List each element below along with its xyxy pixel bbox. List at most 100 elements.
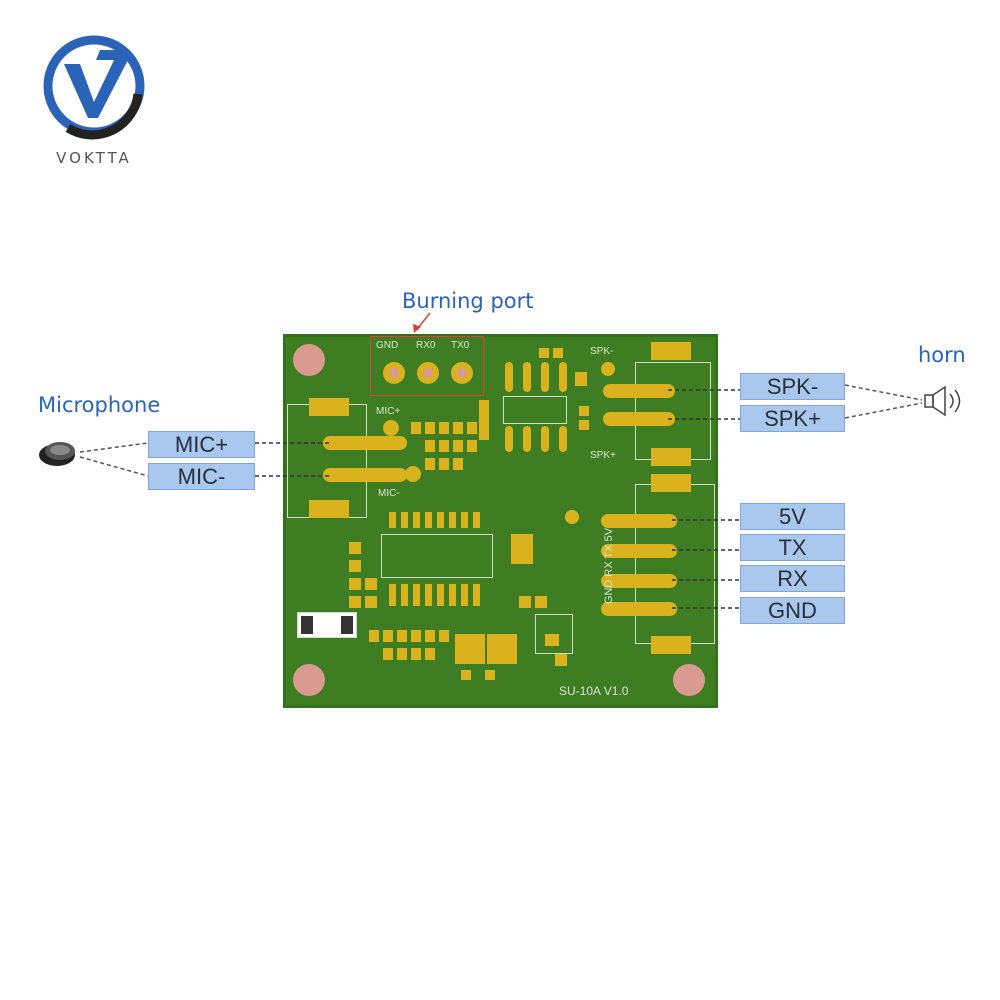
smd-pad [425, 422, 435, 434]
horn-label: horn [918, 343, 966, 367]
main-ic-pin [437, 584, 444, 606]
header-pin-hole [423, 368, 433, 378]
smd-pad [383, 648, 393, 660]
smd-pad [349, 596, 361, 608]
component-outline [535, 614, 573, 654]
smd-pad [461, 670, 471, 680]
smd-pad [453, 458, 463, 470]
spk-pad [651, 448, 691, 466]
main-ic-pin [413, 512, 420, 528]
burning-port-highlight [370, 336, 484, 396]
smd-pad [425, 630, 435, 642]
pin-gnd-pad [601, 602, 677, 616]
smd-pad [485, 670, 495, 680]
diode-pad [341, 616, 353, 634]
smd-pad [579, 406, 589, 416]
mounting-hole [293, 344, 325, 376]
smd-pad [425, 440, 435, 452]
smd-pad [545, 634, 559, 646]
pin-rx-pad [601, 574, 677, 588]
mic-plus-wire [79, 442, 149, 453]
main-ic-pin [425, 512, 432, 528]
header-label-rx0: RX0 [416, 340, 436, 351]
pin-box-spk-minus: SPK- [740, 373, 845, 400]
brand-logo: VOKTTA [38, 34, 150, 167]
microphone-icon [39, 442, 75, 466]
smd-pad [535, 596, 547, 608]
smd-pad [467, 422, 477, 434]
main-ic-pin [449, 584, 456, 606]
ic-pin [541, 362, 549, 392]
smd-pad [519, 596, 531, 608]
silk-spk-minus: SPK- [590, 346, 614, 357]
smd-pad [425, 648, 435, 660]
smd-pad [453, 422, 463, 434]
mic-minus-pad [323, 468, 407, 482]
pcb-board: GND RX0 TX0 MIC+ MIC- SPK- SPK+ [283, 334, 718, 708]
ic-pin [559, 426, 567, 452]
via [383, 420, 399, 436]
via [601, 362, 615, 376]
ic-pin [505, 362, 513, 392]
ic-pin [541, 426, 549, 452]
mic-plus-pad [323, 436, 407, 450]
smd-pad [411, 630, 421, 642]
smd-pad [383, 630, 393, 642]
smd-pad [511, 534, 533, 564]
main-ic-pin [449, 512, 456, 528]
power-pad [651, 636, 691, 654]
speaker-icon [924, 385, 961, 417]
mic-minus-wire [79, 456, 149, 477]
main-ic-pin [473, 584, 480, 606]
main-ic-pin [401, 584, 408, 606]
smd-pad [365, 578, 377, 590]
ic-outline-top [503, 396, 567, 424]
spk-pad [651, 342, 691, 360]
pin-box-mic-minus: MIC- [148, 463, 255, 490]
power-pad [651, 474, 691, 492]
main-ic-pin [473, 512, 480, 528]
main-ic-pin [389, 584, 396, 606]
smd-pad [539, 348, 549, 358]
pin-box-rx: RX [740, 565, 845, 592]
main-ic-pin [437, 512, 444, 528]
silk-mic-plus: MIC+ [376, 406, 401, 417]
silk-mic-minus: MIC- [378, 488, 400, 499]
diode-pad [301, 616, 313, 634]
spk-plus-wire [844, 402, 923, 419]
main-ic-pin [461, 512, 468, 528]
mounting-hole [673, 664, 705, 696]
main-ic-pin [425, 584, 432, 606]
smd-pad [439, 422, 449, 434]
smd-pad [579, 420, 589, 430]
burning-port-arrow [413, 312, 431, 333]
brand-name: VOKTTA [56, 149, 132, 167]
board-model: SU-10A V1.0 [559, 684, 629, 698]
smd-pad [349, 542, 361, 554]
ic-pin [523, 426, 531, 452]
main-ic-pin [413, 584, 420, 606]
main-ic-pin [389, 512, 396, 528]
header-pin-hole [389, 368, 399, 378]
via [405, 466, 421, 482]
smd-pad [369, 630, 379, 642]
smd-pad [553, 348, 563, 358]
pin-box-tx: TX [740, 534, 845, 561]
smd-pad [397, 648, 407, 660]
smd-pad [455, 634, 485, 664]
main-ic-outline [381, 534, 493, 578]
main-ic-pin [401, 512, 408, 528]
microphone-label: Microphone [38, 393, 161, 417]
smd-pad [365, 596, 377, 608]
pin-tx-pad [601, 544, 677, 558]
header-label-gnd: GND [376, 340, 399, 351]
smd-pad [487, 634, 517, 664]
smd-pad [411, 422, 421, 434]
mounting-hole [293, 664, 325, 696]
burning-port-label: Burning port [402, 289, 534, 313]
smd-pad [349, 578, 361, 590]
header-label-tx0: TX0 [451, 340, 470, 351]
ic-pin [505, 426, 513, 452]
pin-box-gnd: GND [740, 597, 845, 624]
smd-pad [479, 400, 489, 440]
